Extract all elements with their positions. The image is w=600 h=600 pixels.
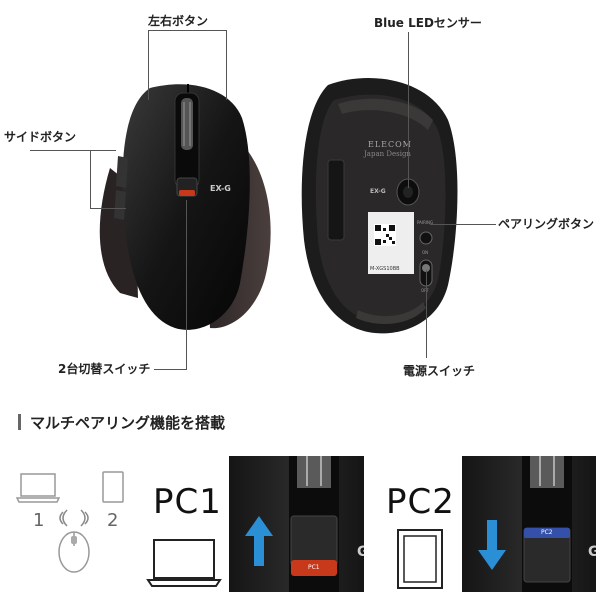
mouse-top-badge: EX-G	[210, 184, 231, 193]
device-number-2: 2	[107, 510, 119, 531]
leader-line	[90, 208, 126, 209]
leader-line	[148, 30, 149, 100]
off-text: OFF	[421, 288, 429, 293]
callout-blue-led-sensor: Blue LEDセンサー	[374, 16, 482, 30]
tablet-icon	[396, 528, 444, 594]
bottom-badge: EX-G	[370, 188, 386, 195]
mouse-bottom-illustration	[301, 78, 458, 334]
laptop-icon	[146, 538, 222, 592]
callout-left-right-button: 左右ボタン	[148, 14, 209, 28]
pairing-diagram-graphic	[15, 471, 124, 573]
callout-power-switch: 電源スイッチ	[403, 364, 476, 378]
section-marker	[18, 414, 21, 430]
pairing-diagram: 1 2	[15, 470, 135, 585]
leader-line	[30, 150, 116, 151]
pc2-switch-text: PC2	[541, 529, 553, 536]
device-number-1: 1	[33, 510, 45, 531]
sticker-model: M-XGS10BB	[370, 266, 400, 272]
callout-switch: 2台切替スイッチ	[58, 362, 151, 376]
pairing-text: PAIRING	[417, 220, 434, 225]
pc1-switch-panel: G PC1	[229, 456, 364, 592]
pc1-label: PC1	[153, 482, 222, 522]
callout-side-button: サイドボタン	[4, 130, 77, 144]
bottom-brand: ELECOM	[368, 140, 412, 149]
pc1-switch-text: PC1	[308, 564, 320, 571]
mouse-bottom-view: ELECOM Japan Design EX-G M-XGS10BB PAIRI…	[298, 70, 460, 340]
pc2-switch-panel: G PC2	[462, 456, 596, 592]
pc2-label: PC2	[386, 482, 455, 522]
leader-line	[226, 30, 227, 100]
leader-line	[426, 270, 427, 358]
bottom-subbrand: Japan Design	[364, 150, 411, 158]
leader-line	[186, 200, 187, 370]
leader-line	[408, 32, 409, 188]
leader-line	[154, 369, 186, 370]
section-title: マルチペアリング機能を搭載	[30, 414, 226, 432]
on-text: ON	[422, 250, 429, 255]
svg-text:G: G	[588, 544, 596, 560]
leader-line	[148, 30, 227, 31]
leader-line	[90, 150, 91, 208]
callout-pairing-button: ペアリングボタン	[498, 217, 595, 231]
svg-text:G: G	[357, 544, 364, 560]
leader-line	[430, 224, 496, 225]
